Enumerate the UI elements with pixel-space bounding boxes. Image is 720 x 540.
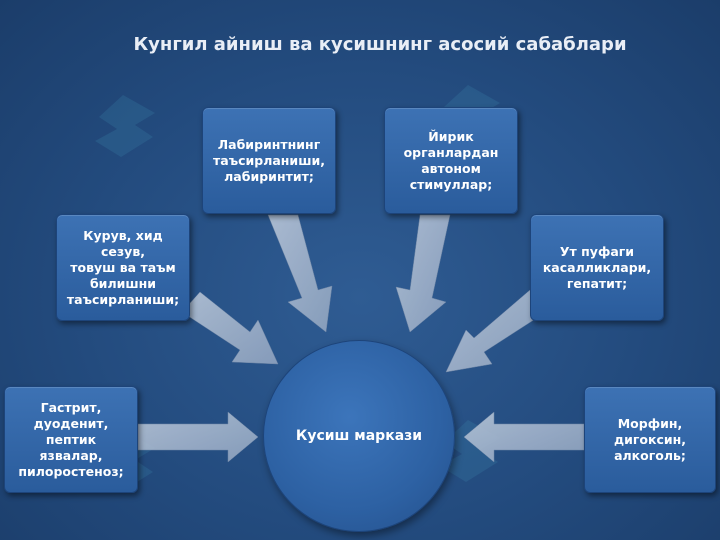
cause-box-drugs: Морфин, дигоксин, алкоголь;: [584, 386, 716, 493]
cause-text-gastric: Гастрит, дуоденит, пептик язвалар, пилор…: [18, 399, 124, 479]
cause-text-sensory: Курув, хид сезув, товуш ва таъм билишни …: [66, 227, 180, 307]
arrow-visceral: [395, 214, 451, 333]
cause-text-visceral: Йирик органлардан автоном стимуллар;: [403, 128, 499, 192]
cause-text-drugs: Морфин, дигоксин, алкоголь;: [613, 415, 686, 463]
cause-box-sensory: Курув, хид сезув, товуш ва таъм билишни …: [56, 214, 190, 321]
arrow-labyrinth: [267, 214, 333, 333]
cause-box-gastric: Гастрит, дуоденит, пептик язвалар, пилор…: [4, 386, 138, 493]
center-label: Кусиш маркази: [295, 428, 423, 444]
arrow-sensory: [181, 291, 279, 365]
cause-box-labyrinth: Лабиринтнинг таъсирланиши, лабиринтит;: [202, 107, 336, 214]
cause-text-labyrinth: Лабиринтнинг таъсирланиши, лабиринтит;: [213, 136, 325, 184]
arrow-drugs: [463, 411, 585, 463]
arrow-gastric: [137, 411, 259, 463]
vomiting-center-circle: Кусиш маркази: [263, 340, 455, 532]
cause-text-biliary: Ут пуфаги касалликлари, гепатит;: [542, 243, 652, 291]
cause-box-biliary: Ут пуфаги касалликлари, гепатит;: [530, 214, 664, 321]
cause-box-visceral: Йирик органлардан автоном стимуллар;: [384, 107, 518, 214]
page-title: Кунгил айниш ва кусишнинг асосий сабабла…: [133, 34, 627, 55]
